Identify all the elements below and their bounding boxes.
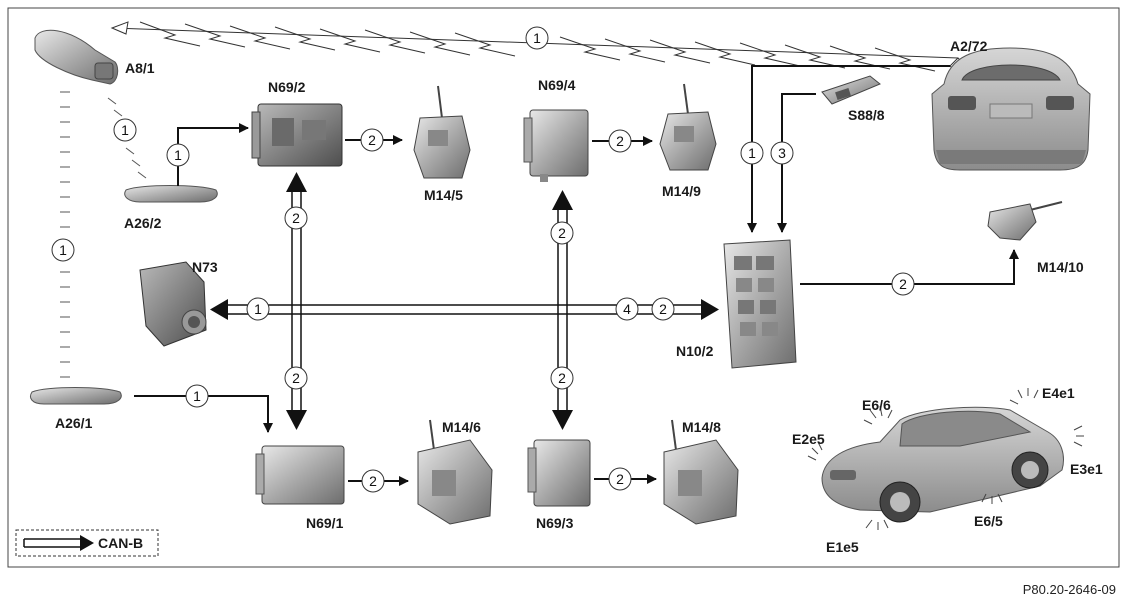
legend xyxy=(15,529,159,557)
label-e3e1: E3e1 xyxy=(1070,461,1103,477)
label-a2-72: A2/72 xyxy=(950,38,988,54)
actuator-m14-10-image xyxy=(987,201,1063,241)
actuator-m14-9-image xyxy=(659,83,717,171)
connector-s88-8-to-n10-2 xyxy=(777,93,816,233)
label-e2e5: E2e5 xyxy=(792,431,825,447)
signal-circle: 1 xyxy=(166,143,190,167)
label-n73: N73 xyxy=(192,259,218,275)
signal-number: 2 xyxy=(368,132,376,148)
signal-circle: 2 xyxy=(550,366,574,390)
signal-circle: 3 xyxy=(770,141,794,165)
signal-number: 1 xyxy=(174,147,182,163)
signal-number: 4 xyxy=(623,301,631,317)
door-handle-a26-2-image xyxy=(124,185,218,203)
label-s88-8: S88/8 xyxy=(848,107,885,123)
signal-circle: 2 xyxy=(608,129,632,153)
label-m14-10: M14/10 xyxy=(1037,259,1084,275)
wireless-link-left xyxy=(60,91,70,378)
signal-circle: 2 xyxy=(608,467,632,491)
signal-circle: 1 xyxy=(51,238,75,262)
label-m14-8: M14/8 xyxy=(682,419,721,435)
signal-circle: 1 xyxy=(185,384,209,408)
signal-number: 2 xyxy=(292,210,300,226)
ignition-switch-n73-image xyxy=(139,261,207,347)
signal-number: 3 xyxy=(778,145,786,161)
can-b-bus-junctions xyxy=(293,306,566,313)
signal-number: 1 xyxy=(121,122,129,138)
label-e6-5: E6/5 xyxy=(974,513,1003,529)
signal-circle: 2 xyxy=(284,366,308,390)
signal-number: 1 xyxy=(193,388,201,404)
connector-a2-72-to-n10-2 xyxy=(747,65,950,233)
vehicle-rear-a2-72-image xyxy=(931,47,1091,171)
signal-circle: 2 xyxy=(651,297,675,321)
can-b-arrowheads xyxy=(210,172,719,430)
signal-number: 2 xyxy=(659,301,667,317)
label-e4e1: E4e1 xyxy=(1042,385,1075,401)
signal-circle: 1 xyxy=(113,118,137,142)
label-n10-2: N10/2 xyxy=(676,343,714,359)
label-a26-1: A26/1 xyxy=(55,415,93,431)
signal-number: 2 xyxy=(369,473,377,489)
label-n69-3: N69/3 xyxy=(536,515,574,531)
label-e6-6: E6/6 xyxy=(862,397,891,413)
signal-circle: 1 xyxy=(246,297,270,321)
label-n69-2: N69/2 xyxy=(268,79,306,95)
control-unit-n69-3-image xyxy=(527,439,591,507)
signal-circle: 1 xyxy=(740,141,764,165)
control-unit-n69-4-image xyxy=(523,109,589,182)
signal-circle: 2 xyxy=(360,128,384,152)
label-m14-5: M14/5 xyxy=(424,187,463,203)
signal-circle: 2 xyxy=(550,221,574,245)
signal-circle: 4 xyxy=(615,297,639,321)
signal-circle: 2 xyxy=(891,272,915,296)
actuator-m14-6-image xyxy=(417,419,493,525)
signal-number: 2 xyxy=(558,370,566,386)
connector-n10-2-to-m14-10 xyxy=(800,249,1019,285)
actuator-m14-5-image xyxy=(413,85,471,179)
switch-s88-8-image xyxy=(821,75,881,105)
label-m14-9: M14/9 xyxy=(662,183,701,199)
figure-code: P80.20-2646-09 xyxy=(1023,582,1116,597)
label-e1e5: E1e5 xyxy=(826,539,859,555)
connector-a26-2-to-n69-2 xyxy=(177,123,249,186)
control-unit-n69-1-image xyxy=(255,445,345,505)
key-a8-1-image xyxy=(34,29,119,85)
label-m14-6: M14/6 xyxy=(442,419,481,435)
signal-number: 1 xyxy=(748,145,756,161)
sam-module-n10-2-image xyxy=(723,239,797,369)
label-a8-1: A8/1 xyxy=(125,60,155,76)
control-unit-n69-2-image xyxy=(251,103,343,167)
signal-number: 1 xyxy=(59,242,67,258)
signal-number: 2 xyxy=(558,225,566,241)
diagram-border xyxy=(7,7,1120,568)
door-handle-a26-1-image xyxy=(30,387,122,405)
label-n69-1: N69/1 xyxy=(306,515,344,531)
signal-circle: 2 xyxy=(361,469,385,493)
connector-a26-1-to-n69-1 xyxy=(134,395,273,433)
actuator-m14-8-image xyxy=(663,419,739,525)
light-rays xyxy=(807,388,1084,530)
signal-number: 2 xyxy=(899,276,907,292)
label-n69-4: N69/4 xyxy=(538,77,576,93)
wireless-arrowhead-left xyxy=(110,21,129,35)
signal-number: 2 xyxy=(292,370,300,386)
wireless-link-diagonal xyxy=(107,97,147,179)
signal-number: 1 xyxy=(533,30,541,46)
signal-number: 2 xyxy=(616,133,624,149)
signal-circle: 2 xyxy=(284,206,308,230)
signal-number: 2 xyxy=(616,471,624,487)
signal-number: 1 xyxy=(254,301,262,317)
legend-label: CAN-B xyxy=(98,535,143,551)
signal-circle: 1 xyxy=(525,26,549,50)
vehicle-sedan-image xyxy=(821,406,1064,523)
label-a26-2: A26/2 xyxy=(124,215,162,231)
